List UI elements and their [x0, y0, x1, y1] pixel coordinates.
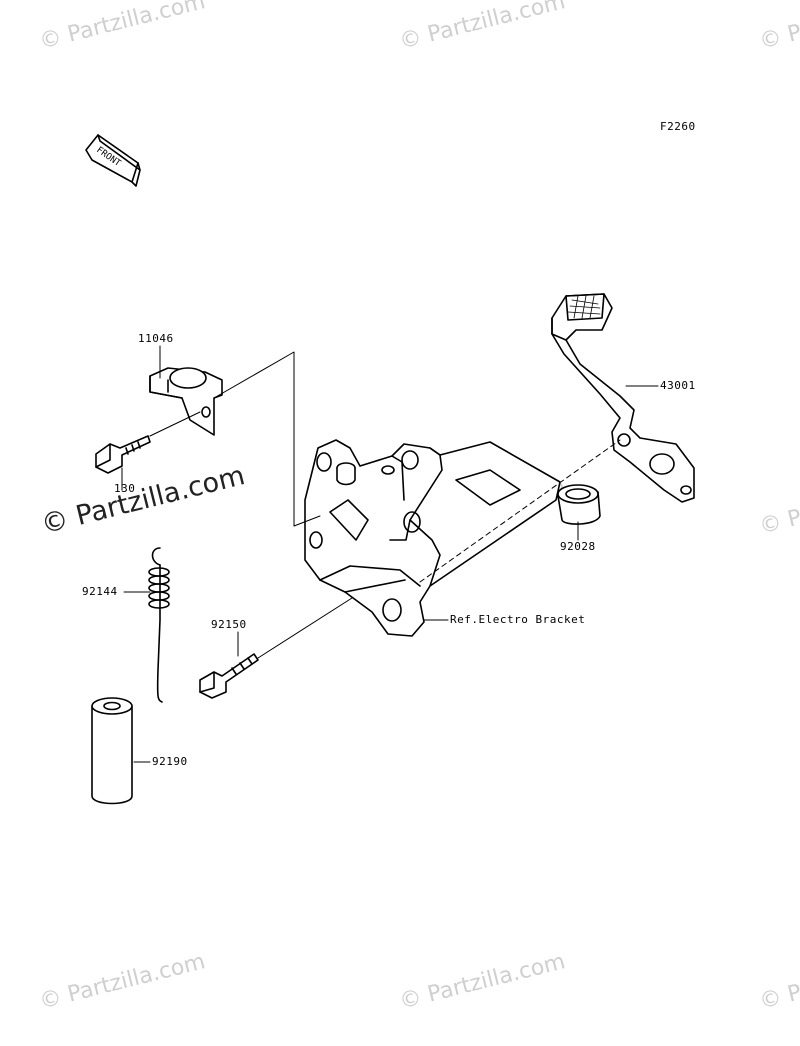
bolt-130 — [95, 435, 151, 474]
callout-11046: 11046 — [138, 332, 174, 345]
clamp-11046 — [149, 367, 223, 436]
clamp-leader-frame — [213, 351, 321, 527]
electro-bracket — [304, 439, 561, 637]
callout-92190: 92190 — [152, 755, 188, 768]
brake-pedal-43001 — [551, 293, 695, 503]
callout-92150: 92150 — [211, 618, 247, 631]
callout-43001: 43001 — [660, 379, 696, 392]
assembly-line — [419, 439, 621, 583]
callout-92028: 92028 — [560, 540, 596, 553]
collar-92190 — [91, 697, 133, 805]
callout-ref-bracket: Ref.Electro Bracket — [450, 613, 586, 626]
bushing-92028 — [557, 484, 601, 525]
callout-130: 130 — [114, 482, 136, 495]
figure-code: F2260 — [660, 120, 696, 133]
bolt-92150 — [199, 653, 259, 699]
spring-92144 — [148, 547, 170, 703]
front-arrow-icon — [85, 134, 141, 187]
callout-92144: 92144 — [82, 585, 118, 598]
assembly-line — [257, 597, 353, 659]
assembly-line — [149, 411, 201, 437]
